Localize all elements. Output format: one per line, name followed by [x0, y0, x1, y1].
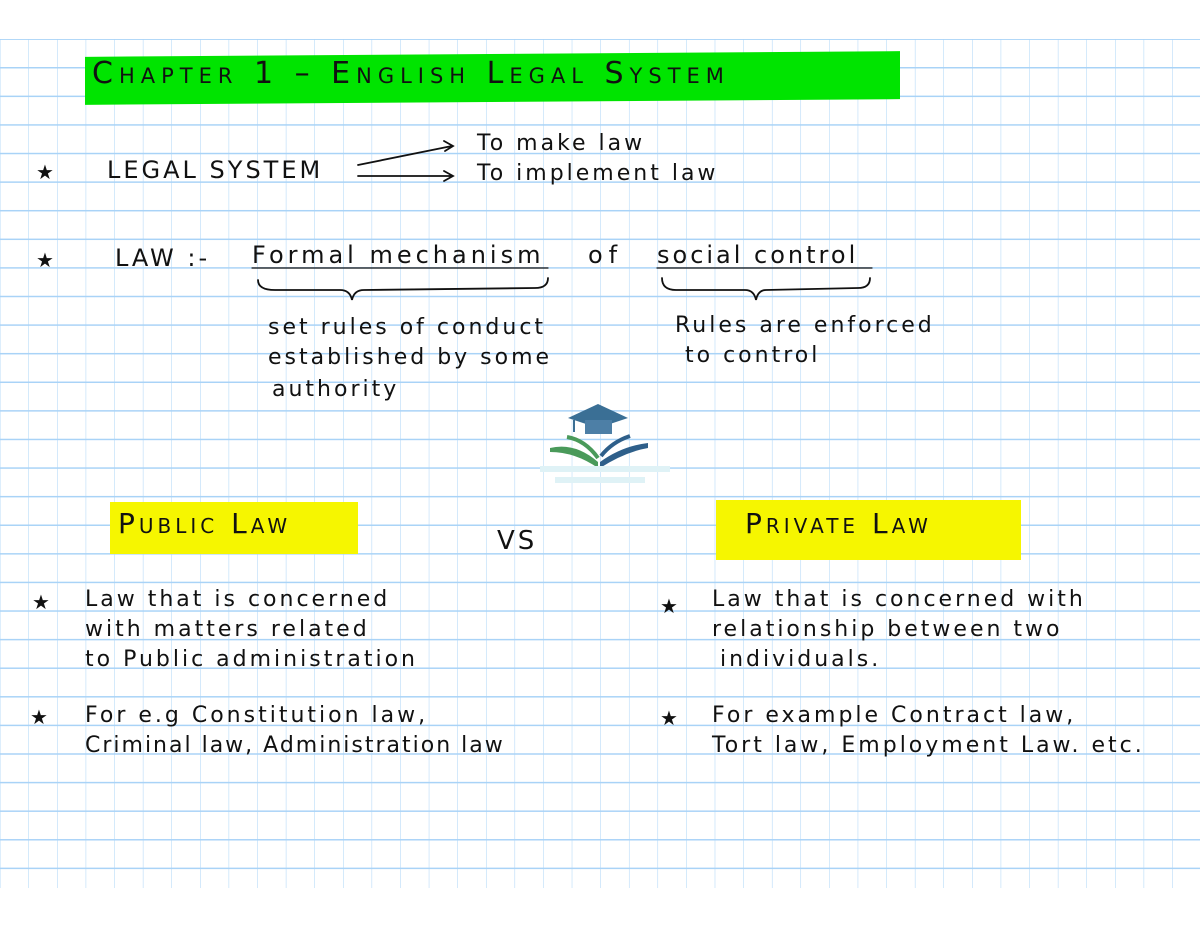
arrow-icon — [357, 170, 455, 182]
page-title: Chapter 1 – English Legal System — [92, 56, 730, 91]
public-law-heading: Public Law — [118, 507, 292, 540]
brace-icon — [661, 277, 871, 301]
star-bullet-icon: ★ — [36, 248, 54, 272]
star-bullet-icon: ★ — [36, 160, 54, 184]
note-line: established by some — [268, 345, 553, 370]
social-control: social control — [657, 241, 859, 269]
star-bullet-icon: ★ — [32, 590, 50, 614]
public-point-line: to Public administration — [85, 647, 418, 672]
private-law-heading: Private Law — [745, 507, 932, 540]
law-label: LAW :- — [115, 244, 211, 272]
branch-implement-law: To implement law — [477, 161, 719, 186]
arrow-icon — [357, 140, 455, 166]
note-line: set rules of conduct — [268, 315, 547, 340]
of-connector: of — [588, 241, 624, 269]
note-line: authority — [272, 377, 400, 402]
public-point-line: Law that is concerned — [85, 587, 391, 612]
note-line: Rules are enforced — [675, 313, 935, 338]
private-law-highlight — [716, 500, 1021, 560]
public-point-line: For e.g Constitution law, — [85, 703, 429, 728]
private-point-line: For example Contract law, — [712, 703, 1077, 728]
star-bullet-icon: ★ — [660, 594, 678, 618]
public-point-line: Criminal law, Administration law — [85, 733, 505, 758]
vs-label: VS — [497, 526, 538, 556]
private-point-line: individuals. — [720, 647, 882, 672]
formal-mechanism: Formal mechanism — [252, 241, 545, 269]
public-law-highlight — [110, 502, 358, 554]
private-point-line: Law that is concerned with — [712, 587, 1086, 612]
note-line: to control — [685, 343, 821, 368]
private-point-line: Tort law, Employment Law. etc. — [712, 733, 1145, 758]
branch-make-law: To make law — [477, 131, 646, 156]
star-bullet-icon: ★ — [30, 705, 48, 729]
brace-icon — [257, 277, 549, 301]
star-bullet-icon: ★ — [660, 706, 678, 730]
legal-system-label: LEGAL SYSTEM — [107, 156, 324, 184]
private-point-line: relationship between two — [712, 617, 1063, 642]
public-point-line: with matters related — [85, 617, 370, 642]
